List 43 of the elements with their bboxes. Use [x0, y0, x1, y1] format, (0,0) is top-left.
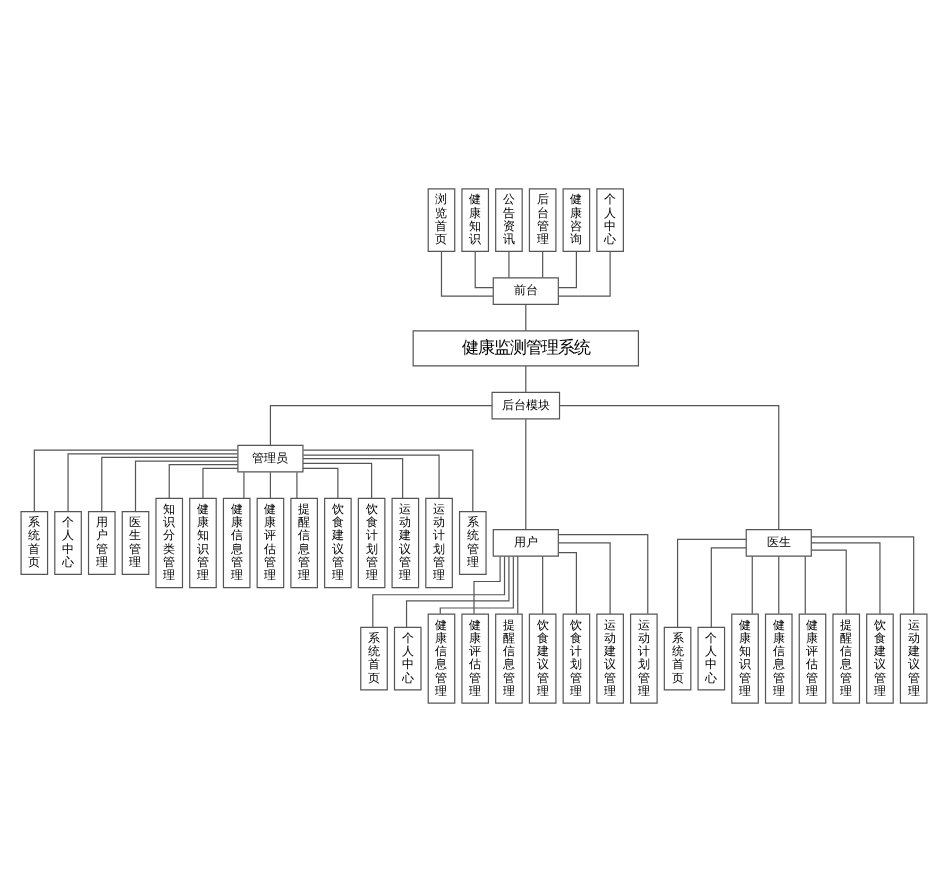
connector [302, 457, 404, 498]
connector [296, 470, 298, 498]
connector [542, 554, 544, 614]
connector [473, 554, 501, 614]
connector [558, 541, 611, 614]
connector [558, 551, 577, 614]
connector [302, 461, 373, 498]
connector [804, 554, 806, 614]
connector [525, 417, 527, 529]
connector [302, 453, 440, 498]
connector [558, 249, 577, 288]
connector [559, 404, 780, 529]
connector [810, 541, 881, 614]
connector [134, 459, 239, 512]
connector [269, 404, 493, 445]
connector [269, 470, 272, 498]
connector [677, 537, 747, 627]
connector [243, 470, 245, 498]
connector [751, 554, 753, 614]
connector [710, 546, 747, 627]
connector [67, 452, 239, 511]
connector [558, 250, 611, 296]
connector [474, 249, 494, 288]
connector [810, 548, 847, 614]
connector [302, 466, 339, 498]
connector [525, 302, 527, 331]
connector [557, 532, 649, 614]
connector [525, 364, 527, 392]
connector [302, 448, 474, 512]
connector [101, 455, 239, 512]
node-box: 健康监测管理系统 [412, 329, 640, 366]
connector [778, 554, 780, 614]
connector [439, 554, 514, 614]
connector [517, 554, 519, 614]
connector [405, 554, 510, 627]
connector [508, 249, 510, 278]
connector [202, 466, 239, 498]
connector [810, 535, 915, 614]
connector [168, 463, 239, 498]
connector [372, 555, 506, 627]
connector [542, 249, 544, 278]
connector [33, 448, 239, 512]
connector [440, 250, 494, 296]
